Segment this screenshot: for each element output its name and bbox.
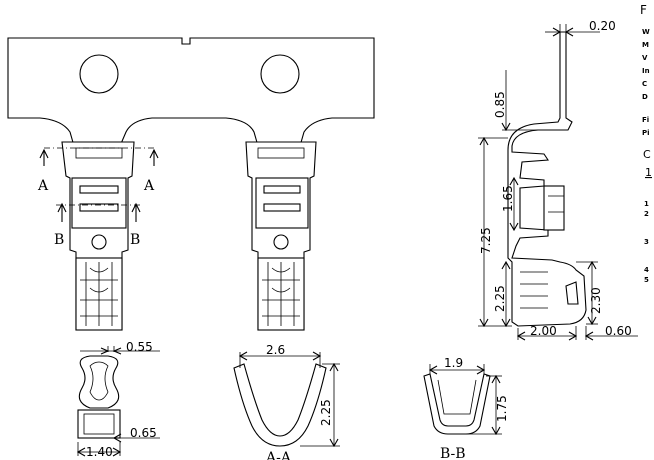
terminal-side-view: [507, 31, 587, 327]
section-mark-b-left: B: [54, 232, 64, 248]
side-spec-line: W: [642, 28, 650, 36]
section-mark-a-left: A: [37, 178, 49, 194]
dim-0-60: 0.60: [605, 324, 632, 338]
side-note: 4: [644, 266, 649, 274]
dim-2-30: 2.30: [589, 287, 603, 314]
dim-7-25: 7.25: [479, 227, 493, 254]
side-note: 2: [644, 210, 649, 218]
section-b-b: 1.9 1.75 B-B: [423, 356, 509, 460]
terminal-front-right: [245, 141, 317, 331]
section-mark-a-right: A: [143, 178, 155, 194]
side-note: 1: [644, 200, 649, 208]
side-title-letter: F: [640, 3, 647, 17]
section-mark-b-right: B: [130, 232, 140, 248]
section-bottom-left: 0.55 0.65 1.40: [76, 340, 160, 459]
dim-2-6: 2.6: [266, 343, 285, 357]
dim-1-75: 1.75: [495, 395, 509, 422]
dim-0-20: 0.20: [589, 19, 616, 33]
side-spec-line: C: [642, 80, 647, 88]
dim-2-25-aa: 2.25: [319, 399, 333, 426]
dim-0-85: 0.85: [493, 91, 507, 118]
dim-1-9: 1.9: [444, 356, 463, 370]
section-title-a-a: A-A: [265, 450, 292, 460]
dim-0-65: 0.65: [130, 426, 157, 440]
section-a-a: 2.6 2.25 A-A: [233, 343, 340, 460]
dim-2-00: 2.00: [530, 324, 557, 338]
side-col-number: 1: [645, 166, 652, 179]
dim-1-40: 1.40: [86, 445, 113, 459]
section-title-b-b: B-B: [440, 446, 466, 460]
side-spec-line: M: [642, 41, 649, 49]
side-view-dimensions: 0.20 0.85 7.25 1.65 2.25 2.30 2.00: [478, 19, 638, 341]
side-note: 3: [644, 238, 649, 246]
dim-0-55: 0.55: [126, 340, 153, 354]
terminal-front-left: A A B B: [37, 141, 159, 331]
side-notes: F W M V In C D Fi Pi C 1 1 2 3 4 5: [640, 3, 652, 284]
side-spec-line: D: [642, 93, 648, 101]
side-finish-line: Fi: [642, 116, 649, 124]
carrier-strip: [7, 37, 375, 147]
side-note: 5: [644, 276, 649, 284]
side-spec-line: V: [642, 54, 648, 62]
side-finish-line: Pi: [642, 129, 650, 137]
dim-2-25-side: 2.25: [493, 285, 507, 312]
side-spec-line: In: [642, 67, 650, 75]
side-col-letter: C: [643, 148, 651, 161]
dim-1-65: 1.65: [501, 185, 515, 212]
